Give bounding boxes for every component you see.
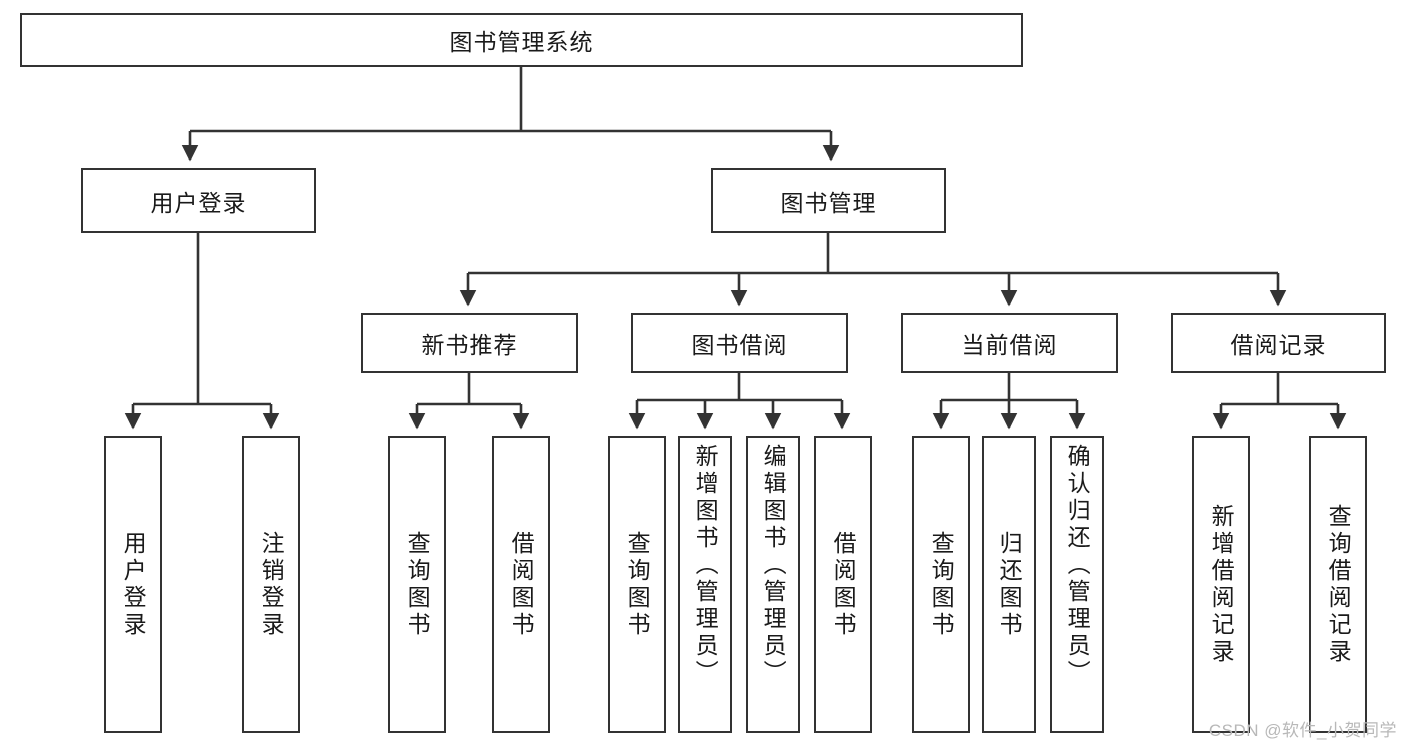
leaf-borrow-book[interactable]: 借阅图书 — [814, 436, 872, 733]
node-book-management[interactable]: 图书管理 — [711, 168, 946, 233]
leaf-query-book-new[interactable]: 查询图书 — [388, 436, 446, 733]
node-user-login[interactable]: 用户登录 — [81, 168, 316, 233]
node-root-system[interactable]: 图书管理系统 — [20, 13, 1023, 67]
leaf-add-book-admin[interactable]: 新增图书（管理员） — [678, 436, 732, 733]
leaf-query-book-borrow[interactable]: 查询图书 — [608, 436, 666, 733]
leaf-logout[interactable]: 注销登录 — [242, 436, 300, 733]
leaf-return-book[interactable]: 归还图书 — [982, 436, 1036, 733]
leaf-query-borrow-record[interactable]: 查询借阅记录 — [1309, 436, 1367, 733]
node-current-borrow[interactable]: 当前借阅 — [901, 313, 1118, 373]
leaf-edit-book-admin[interactable]: 编辑图书（管理员） — [746, 436, 800, 733]
node-new-book-recommend[interactable]: 新书推荐 — [361, 313, 578, 373]
leaf-query-book-current[interactable]: 查询图书 — [912, 436, 970, 733]
node-borrow-record[interactable]: 借阅记录 — [1171, 313, 1386, 373]
leaf-user-login[interactable]: 用户登录 — [104, 436, 162, 733]
node-book-borrow[interactable]: 图书借阅 — [631, 313, 848, 373]
leaf-add-borrow-record[interactable]: 新增借阅记录 — [1192, 436, 1250, 733]
leaf-confirm-return-admin[interactable]: 确认归还（管理员） — [1050, 436, 1104, 733]
leaf-borrow-book-new[interactable]: 借阅图书 — [492, 436, 550, 733]
watermark-csdn: CSDN @软件_小贺同学 — [1208, 721, 1397, 740]
